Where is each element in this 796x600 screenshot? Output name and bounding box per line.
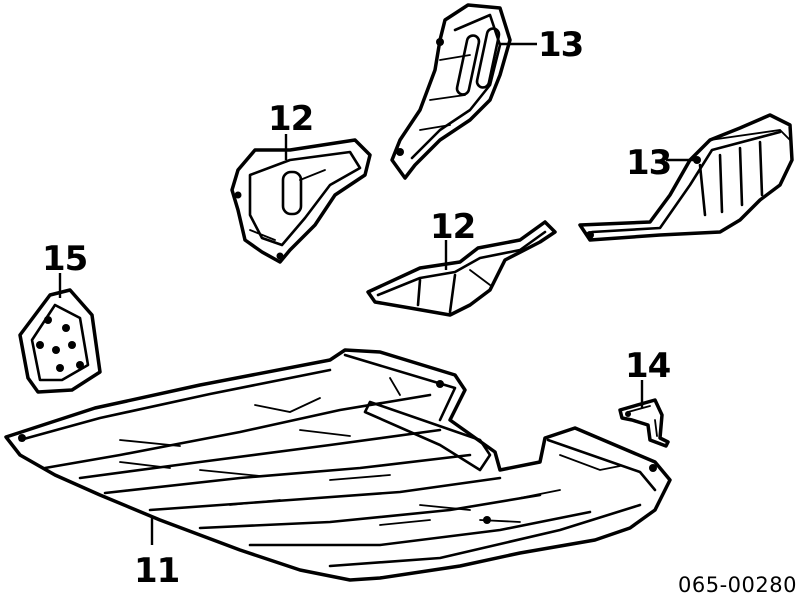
leader-lines	[58, 42, 700, 545]
reference-code: 065-00280	[678, 573, 796, 597]
callout-13-upper: 13	[538, 25, 583, 65]
bracket-part-12-lower	[366, 220, 557, 317]
clip-part-14	[618, 398, 670, 448]
bracket-part-13-upper	[390, 3, 512, 180]
callout-14: 14	[625, 346, 671, 386]
under-cover-part-11	[4, 348, 672, 582]
bracket-part-13-right	[578, 113, 794, 242]
callout-12-lower: 12	[430, 207, 475, 247]
callout-12-upper: 12	[268, 99, 313, 139]
bracket-part-12-upper	[230, 138, 372, 264]
bracket-part-15	[18, 288, 102, 394]
callout-15: 15	[42, 239, 87, 279]
callout-13-right: 13	[626, 143, 671, 183]
callout-11: 11	[134, 551, 179, 591]
